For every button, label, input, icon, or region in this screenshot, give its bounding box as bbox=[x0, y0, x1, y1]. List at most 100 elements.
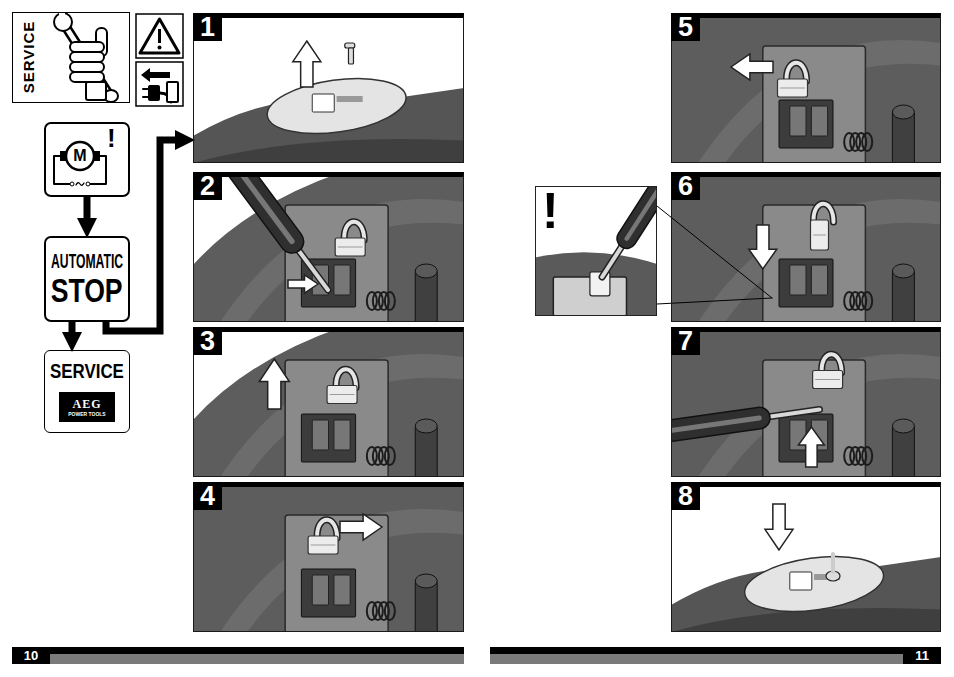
box-text: ! bbox=[107, 124, 116, 152]
shape bbox=[334, 420, 350, 450]
box-text: SERVICE bbox=[20, 21, 37, 94]
step-illustration bbox=[193, 13, 464, 163]
shape bbox=[385, 602, 395, 620]
direction-arrow bbox=[293, 41, 321, 87]
panel-box: 3 bbox=[193, 327, 464, 477]
shape bbox=[741, 549, 887, 620]
shape bbox=[334, 265, 350, 295]
step-illustration bbox=[671, 482, 941, 632]
line bbox=[233, 172, 292, 241]
line bbox=[657, 298, 772, 304]
auto-box: AUTOMATICSTOP bbox=[44, 236, 130, 322]
shape bbox=[892, 271, 914, 322]
panel-box: 7 bbox=[671, 327, 941, 477]
shape bbox=[70, 42, 104, 52]
shape bbox=[86, 82, 106, 100]
line bbox=[781, 88, 805, 89]
shape bbox=[415, 426, 437, 477]
line bbox=[627, 186, 657, 239]
motor-circle bbox=[66, 142, 94, 170]
brush-wire bbox=[317, 520, 337, 538]
step-number: 2 bbox=[193, 172, 222, 200]
box-text: AEG bbox=[72, 398, 101, 411]
icon-box: SERVICE bbox=[12, 12, 130, 103]
direction-arrow bbox=[765, 504, 793, 550]
panel-box: 4 bbox=[193, 482, 464, 632]
brush-wire bbox=[787, 63, 807, 81]
direction-arrow bbox=[340, 514, 382, 540]
shape bbox=[70, 62, 104, 72]
warning-icon bbox=[136, 14, 183, 58]
shape bbox=[490, 647, 941, 654]
line bbox=[233, 172, 292, 241]
shape bbox=[335, 238, 365, 256]
shape bbox=[862, 447, 872, 465]
shape bbox=[763, 205, 866, 322]
brush-wire bbox=[344, 222, 364, 240]
shape bbox=[334, 575, 350, 605]
brush-wire bbox=[814, 204, 834, 222]
shape bbox=[54, 156, 70, 184]
line bbox=[233, 172, 292, 241]
panel-box: 8 bbox=[671, 482, 941, 632]
page-footer-bars bbox=[12, 647, 941, 664]
box-text: ! bbox=[542, 183, 559, 239]
shape bbox=[892, 419, 914, 433]
shape bbox=[70, 182, 74, 186]
line bbox=[627, 186, 657, 239]
shape bbox=[671, 482, 941, 632]
panel-box: 2 bbox=[193, 172, 464, 322]
shape bbox=[86, 182, 90, 186]
shape bbox=[193, 139, 464, 163]
step-illustration bbox=[193, 172, 464, 322]
step-illustration bbox=[671, 327, 941, 477]
brush-wire bbox=[317, 520, 337, 538]
shape bbox=[148, 85, 160, 101]
shape bbox=[415, 581, 437, 632]
shape bbox=[790, 265, 806, 295]
shape bbox=[415, 419, 437, 433]
shape bbox=[136, 14, 183, 58]
shape bbox=[12, 647, 464, 654]
shape bbox=[54, 13, 72, 31]
shape bbox=[285, 205, 388, 322]
step-illustration bbox=[671, 13, 941, 163]
shape bbox=[327, 386, 357, 404]
shape bbox=[811, 106, 827, 136]
shape bbox=[535, 252, 657, 316]
shape bbox=[862, 133, 872, 151]
shape bbox=[70, 52, 104, 62]
line bbox=[671, 418, 759, 432]
shape bbox=[790, 572, 812, 590]
shape bbox=[308, 536, 338, 554]
step-number: 3 bbox=[193, 327, 222, 355]
step-number: 4 bbox=[193, 482, 222, 510]
line bbox=[816, 379, 840, 380]
direction-arrow bbox=[259, 359, 289, 409]
shape bbox=[779, 100, 833, 148]
shape bbox=[490, 654, 903, 664]
shape bbox=[301, 414, 355, 462]
shape bbox=[892, 426, 914, 477]
page-number: 11 bbox=[903, 647, 941, 664]
shape bbox=[193, 13, 464, 163]
line bbox=[143, 96, 148, 98]
aeg-logo: AEGPOWER TOOLS bbox=[59, 392, 115, 422]
shape bbox=[158, 29, 161, 43]
brush-wire bbox=[336, 369, 356, 387]
shape bbox=[903, 647, 941, 664]
shape bbox=[763, 46, 866, 163]
step-number: 6 bbox=[671, 172, 700, 200]
shape bbox=[790, 106, 806, 136]
shape bbox=[385, 292, 395, 310]
line bbox=[330, 394, 354, 395]
brush-wire bbox=[787, 63, 807, 81]
shape bbox=[90, 156, 106, 184]
shape bbox=[59, 13, 65, 22]
box-text: POWER TOOLS bbox=[68, 411, 105, 417]
line bbox=[671, 418, 759, 432]
flow-arrow bbox=[69, 322, 76, 332]
shape bbox=[415, 574, 437, 588]
